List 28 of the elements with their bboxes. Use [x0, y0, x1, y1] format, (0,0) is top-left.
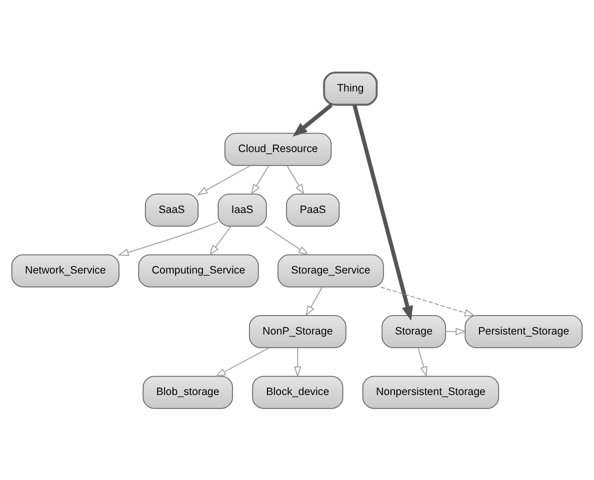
node-box: NonP_Storage: [248, 314, 346, 348]
node-box: Network_Service: [11, 254, 120, 287]
node-box: Cloud_Resource: [224, 132, 332, 166]
arrow: [294, 347, 302, 377]
node-box: SaaS: [144, 193, 199, 226]
node-box: Block_device: [252, 375, 344, 408]
arrow: [118, 221, 219, 256]
arrow: [445, 327, 466, 335]
node-box: Storage: [382, 314, 446, 348]
arrow: [251, 164, 270, 194]
arrow: [306, 286, 322, 316]
arrow: [264, 225, 309, 255]
arrow: [380, 286, 476, 316]
node-box: Computing_Service: [138, 254, 259, 287]
arrow: [292, 102, 333, 136]
node-box: IaaS: [218, 193, 267, 226]
node-box: Blob_storage: [142, 375, 233, 408]
arrow: [286, 164, 304, 194]
arrow: [352, 104, 413, 320]
node-box: PaaS: [286, 193, 340, 226]
node-box: Persistent_Storage: [464, 314, 583, 348]
arrow: [215, 346, 270, 376]
arrow: [209, 226, 232, 255]
node-box: Storage_Service: [278, 254, 384, 287]
arrow: [418, 347, 428, 377]
node-box: Nonpersistent_Storage: [362, 375, 500, 408]
node-box: Thing: [323, 71, 378, 106]
arrow: [196, 164, 251, 195]
